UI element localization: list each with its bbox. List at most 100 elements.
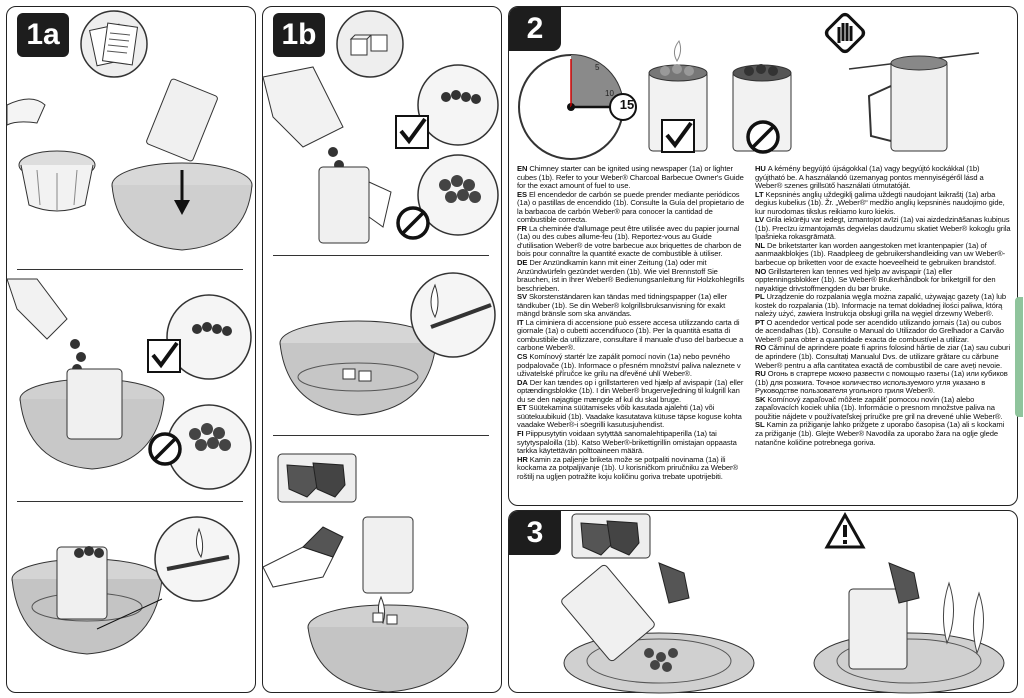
- language-code: LV: [755, 215, 764, 225]
- divider: [17, 269, 243, 270]
- instruction-text: O acendedor vertical pode ser acendido u…: [755, 317, 1004, 344]
- instruction-text: De briketstarter kan worden aangestoken …: [755, 240, 1006, 268]
- language-code: SK: [755, 394, 766, 404]
- instruction-text: Der kan tændes op i grillstarteren ved h…: [517, 377, 744, 404]
- illustration-1b-pour-coals: [262, 64, 499, 244]
- divider: [273, 435, 489, 436]
- instruction-text: Kepsninės anglių uždegiklį galima uždegt…: [755, 189, 1005, 216]
- language-code: SL: [755, 420, 765, 430]
- newspaper-icon: [80, 10, 148, 78]
- instruction-text: A kémény begyújtó újságokkal (1a) vagy b…: [755, 165, 984, 191]
- instruction-text: La ciminiera di accensione può essere ac…: [517, 317, 744, 353]
- instruction-text: Grila iekūrēju var iedegt, izmantojot av…: [755, 215, 1011, 242]
- timer-minutes-label: 15: [619, 97, 635, 112]
- language-code: HR: [517, 454, 528, 464]
- language-code: LT: [755, 189, 764, 199]
- illustration-1b-light-cubes: [279, 272, 496, 416]
- language-code: RO: [755, 343, 767, 353]
- instruction-text: Urządzenie do rozpalania węgla można zap…: [755, 292, 1007, 319]
- instruction-text: Der Anzündkamin kann mit einer Zeitung (…: [517, 258, 745, 293]
- step-badge-1a: 1a: [17, 13, 69, 57]
- instruction-text: Piippusytytin voidaan sytyttää sanomaleh…: [517, 428, 737, 456]
- timer-tick-10: 10: [605, 89, 614, 98]
- language-code: HU: [755, 165, 766, 173]
- timer-tick-5: 5: [595, 63, 600, 72]
- lighter-cubes-icon: [336, 10, 404, 78]
- illustration-1a-light-chimney: [11, 516, 240, 655]
- timer-icon: [518, 54, 637, 160]
- no-icon: [746, 120, 780, 154]
- check-icon: [395, 115, 429, 149]
- language-code: FI: [517, 428, 524, 438]
- instruction-text: Skorstenständaren kan tändas med tidning…: [517, 292, 728, 319]
- illustration-2-chimney-handle: [848, 52, 980, 152]
- language-code: ES: [517, 189, 527, 199]
- language-code: FR: [517, 223, 527, 233]
- instruction-text: Chimney starter can be ignited using new…: [517, 165, 744, 191]
- language-code: PL: [755, 292, 765, 302]
- instruction-text: Grillstarteren kan tennes ved hjelp av a…: [755, 266, 996, 293]
- panel-step-1a: 1a: [6, 6, 256, 693]
- gloves-icon: [277, 453, 357, 503]
- instruction-text: Süütekamina süütamiseks võib kasutada aj…: [517, 403, 742, 430]
- check-icon: [147, 339, 181, 373]
- language-code: ET: [517, 403, 527, 413]
- step-badge-2: 2: [509, 7, 561, 51]
- illustration-3-empty-chimney: [561, 562, 1005, 694]
- warning-icon: [824, 511, 866, 549]
- language-code: DE: [517, 258, 528, 268]
- illustration-1a-newspaper-grate: [6, 78, 253, 251]
- instruction-text: La cheminée d'allumage peut être utilisé…: [517, 223, 742, 259]
- no-icon: [148, 432, 182, 466]
- instruction-text: Căminul de aprindere poate fi aprins fol…: [755, 343, 1011, 370]
- language-code: NO: [755, 266, 767, 276]
- language-code: EN: [517, 165, 528, 173]
- language-code: IT: [517, 317, 524, 327]
- panel-step-3: 3: [508, 510, 1018, 694]
- side-tab: [1015, 297, 1023, 417]
- gloves-icon: [571, 513, 651, 559]
- instruction-text: Kamin za prižiganje lahko prižgete z upo…: [755, 420, 1005, 447]
- language-code: RU: [755, 369, 766, 379]
- no-icon: [396, 206, 430, 240]
- instruction-text: El encendedor de carbón se puede prender…: [517, 189, 745, 225]
- divider: [17, 501, 243, 502]
- language-code: NL: [755, 240, 765, 250]
- step-badge-3: 3: [509, 511, 561, 555]
- instruction-text: Kamin za paljenje briketa može se potpal…: [517, 454, 738, 481]
- illustration-1a-pour-coals: [6, 278, 252, 490]
- check-icon: [661, 119, 695, 153]
- instruction-text: Огонь в стартере можно развести с помощь…: [755, 369, 1008, 396]
- step-badge-1b: 1b: [273, 13, 325, 57]
- instruction-text: Komínový startér lze zapálit pomocí novi…: [517, 352, 741, 379]
- panel-step-1b: 1b: [262, 6, 502, 693]
- language-code: DA: [517, 377, 528, 387]
- stop-hand-icon: [824, 12, 866, 54]
- instruction-text: Komínový zapaľovač môžete zapáliť pomoco…: [755, 394, 1003, 421]
- illustration-1b-chimney-on-grate: [262, 516, 469, 693]
